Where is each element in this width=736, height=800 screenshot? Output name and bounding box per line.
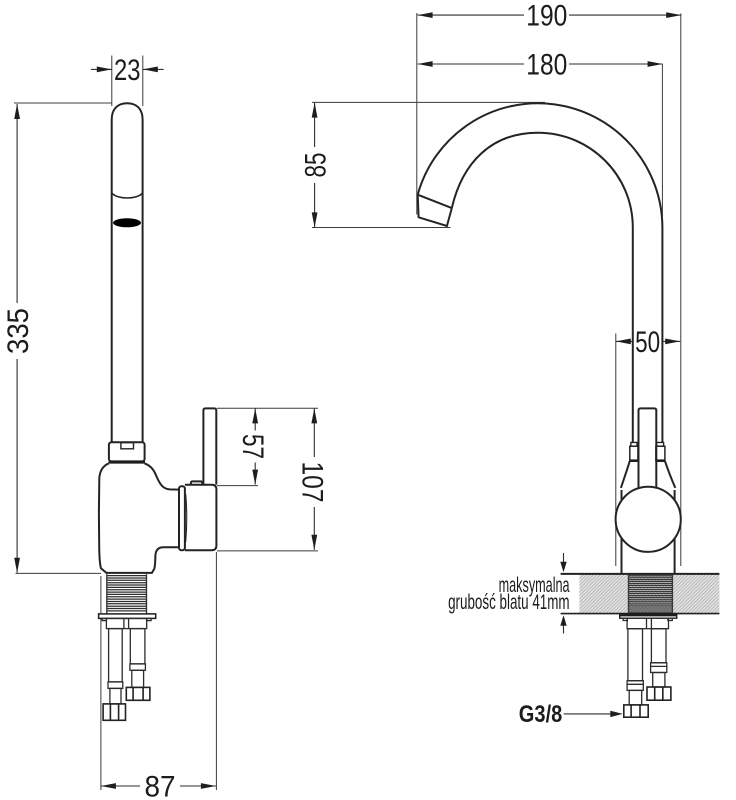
svg-text:107: 107: [296, 462, 329, 503]
svg-text:maksymalna: maksymalna: [499, 574, 570, 597]
svg-text:190: 190: [526, 0, 567, 32]
svg-text:50: 50: [635, 326, 660, 359]
svg-text:57: 57: [236, 434, 269, 459]
svg-text:87: 87: [145, 771, 176, 800]
svg-text:grubość blatu 41mm: grubość blatu 41mm: [448, 591, 570, 614]
svg-text:23: 23: [114, 54, 141, 87]
svg-text:180: 180: [526, 49, 567, 82]
svg-text:85: 85: [299, 153, 332, 178]
svg-text:335: 335: [2, 308, 35, 354]
svg-text:G3/8: G3/8: [519, 701, 563, 728]
